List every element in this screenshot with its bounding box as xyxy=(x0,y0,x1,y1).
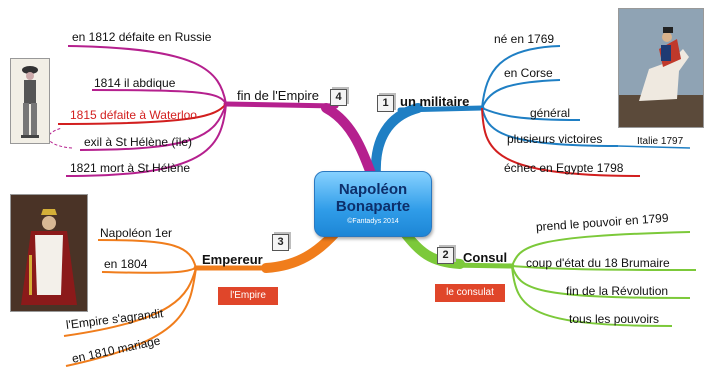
tag-l-empire[interactable]: l'Empire xyxy=(218,287,278,305)
item-en-corse[interactable]: en Corse xyxy=(504,66,553,80)
item-coup-etat[interactable]: coup d'état du 18 Brumaire xyxy=(526,256,670,270)
underline-consul xyxy=(445,262,515,269)
link-agrandit xyxy=(63,267,197,337)
link-ne-en-1769 xyxy=(481,45,561,109)
link-prend-pouvoir xyxy=(511,231,691,267)
item-ne-en-1769[interactable]: né en 1769 xyxy=(494,32,555,46)
coronation-figure-icon xyxy=(11,195,87,311)
branch-title-fin-empire[interactable]: fin de l'Empire xyxy=(237,88,319,103)
link-revolution xyxy=(511,265,691,299)
underline-militaire xyxy=(397,105,485,113)
link-waterloo xyxy=(57,103,227,125)
branch-number-4: 4 xyxy=(330,89,347,106)
underline-fin-empire xyxy=(223,101,339,109)
standing-figure-icon xyxy=(21,66,39,138)
item-defaite-russie[interactable]: en 1812 défaite en Russie xyxy=(72,30,212,44)
branch-title-consul[interactable]: Consul xyxy=(463,250,508,265)
dashed-arrow xyxy=(48,127,73,149)
connector-militaire xyxy=(370,103,423,181)
link-mariage xyxy=(65,267,197,367)
tag-le-consulat[interactable]: le consulat xyxy=(435,284,505,302)
link-tous-pouvoirs xyxy=(511,265,673,327)
central-title: Napoléon Bonaparte xyxy=(335,181,411,215)
link-italie xyxy=(617,145,691,149)
link-abdique xyxy=(91,89,227,105)
branch-number-1: 1 xyxy=(377,95,394,112)
item-napoleon-1er[interactable]: Napoléon 1er xyxy=(100,226,173,240)
link-victoires xyxy=(481,107,619,147)
item-general[interactable]: général xyxy=(530,106,571,120)
note-italie-1797[interactable]: Italie 1797 xyxy=(637,136,684,147)
branch-number-3: 3 xyxy=(272,234,289,251)
copyright-credit: ©Fantadys 2014 xyxy=(347,218,399,225)
link-egypte xyxy=(481,107,641,177)
item-il-abdique[interactable]: 1814 il abdique xyxy=(94,76,176,90)
link-en-1804 xyxy=(101,267,197,274)
item-fin-revolution[interactable]: fin de la Révolution xyxy=(566,284,669,298)
central-node[interactable]: Napoléon Bonaparte ©Fantadys 2014 xyxy=(314,171,432,237)
branch-number-2: 2 xyxy=(437,247,454,264)
napoleon-crossing-alps-painting xyxy=(618,8,704,128)
item-en-1804[interactable]: en 1804 xyxy=(104,257,148,271)
horse-rider-icon xyxy=(619,9,703,127)
napoleon-standing-engraving xyxy=(10,58,50,144)
item-plusieurs-victoires[interactable]: plusieurs victoires xyxy=(507,132,603,146)
link-napoleon-1er xyxy=(97,239,197,269)
link-general xyxy=(481,107,581,121)
link-en-corse xyxy=(481,79,561,109)
link-russie xyxy=(67,45,227,105)
link-mort xyxy=(65,103,227,177)
branch-title-militaire[interactable]: un militaire xyxy=(400,94,470,109)
item-waterloo[interactable]: 1815 défaite à Waterloo xyxy=(70,108,197,122)
branch-title-empereur[interactable]: Empereur xyxy=(202,252,263,267)
link-exil xyxy=(79,103,227,151)
item-exil[interactable]: exil à St Hélène (île) xyxy=(84,135,193,149)
item-mort[interactable]: 1821 mort à St Hélène xyxy=(70,161,191,175)
item-tous-pouvoirs[interactable]: tous les pouvoirs xyxy=(569,312,660,326)
link-brumaire xyxy=(511,265,697,271)
item-echec-egypte[interactable]: échec en Egypte 1798 xyxy=(504,161,624,175)
connector-fin-empire xyxy=(321,103,377,181)
napoleon-coronation-portrait xyxy=(10,194,88,312)
